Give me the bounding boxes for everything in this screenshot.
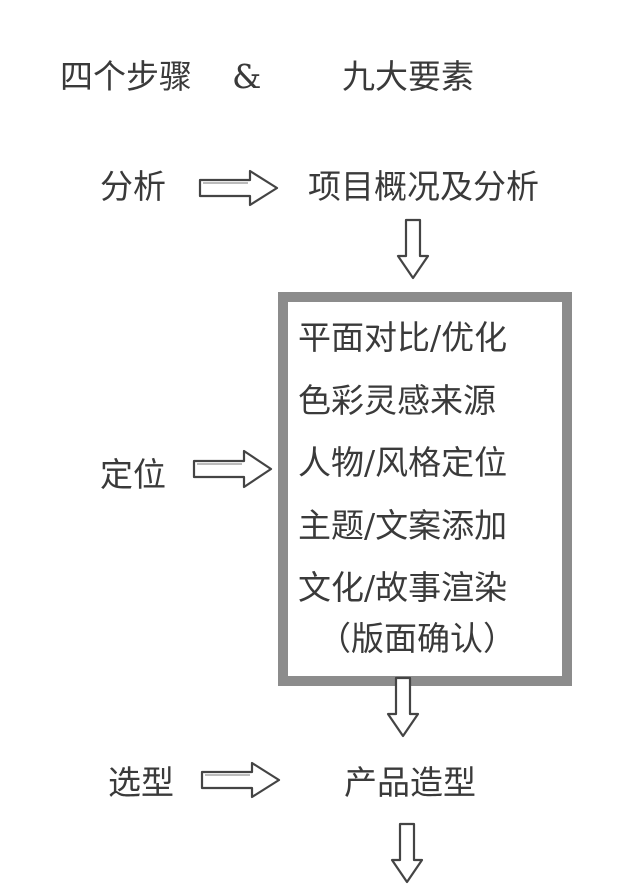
stage-positioning-label: 定位: [100, 455, 166, 494]
positioning-elements-list: 平面对比/优化 色彩灵感来源 人物/风格定位 主题/文案添加 文化/故事渲染: [298, 308, 507, 621]
right-arrow-icon: [198, 169, 279, 207]
list-item: 主题/文案添加: [298, 505, 508, 545]
analysis-result-text: 项目概况及分析: [308, 167, 539, 206]
down-arrow-icon: [396, 218, 430, 280]
list-item: 文化/故事渲染: [298, 568, 508, 607]
header-steps-title: 四个步骤: [60, 57, 192, 96]
header-elements-title: 九大要素: [342, 57, 474, 96]
header-ampersand: &: [232, 57, 262, 96]
list-item: 色彩灵感来源: [298, 380, 496, 420]
stage-analysis-label: 分析: [100, 167, 166, 206]
positioning-box: [278, 292, 572, 686]
down-arrow-icon: [390, 822, 424, 884]
right-arrow-icon: [200, 761, 281, 799]
list-item: 人物/风格定位: [298, 443, 508, 482]
list-item: 平面对比/优化: [298, 318, 508, 357]
model-result-text: 产品造型: [344, 763, 476, 802]
layout-confirm-text: （版面确认）: [318, 619, 516, 658]
down-arrow-icon: [386, 676, 420, 738]
stage-model-label: 选型: [108, 763, 174, 802]
right-arrow-icon: [192, 449, 273, 489]
